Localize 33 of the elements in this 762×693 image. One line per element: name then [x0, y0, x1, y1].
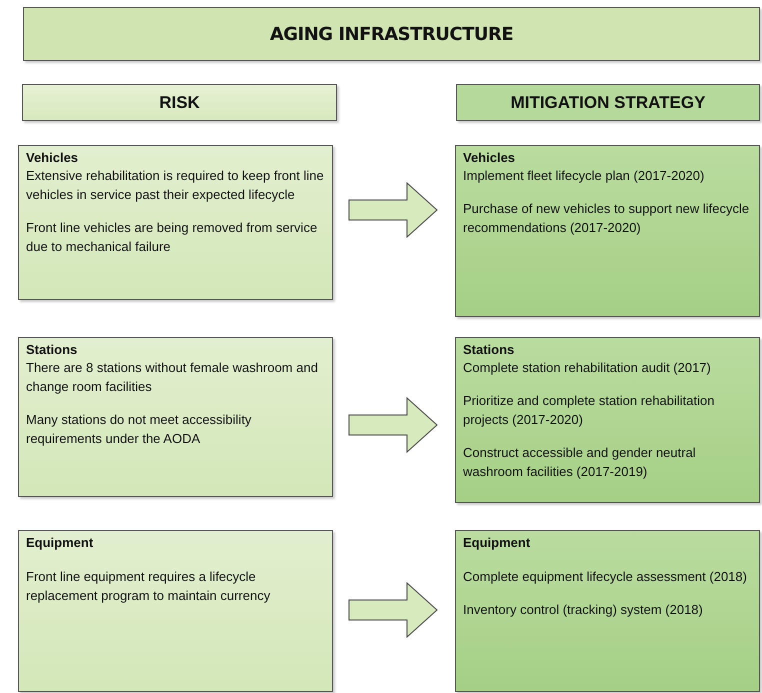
header-text: AGING INFRASTRUCTURE: [270, 22, 514, 46]
body-text: Implement fleet lifecycle plan (2017-2020): [463, 167, 706, 185]
body-text: Prioritize and complete station rehabilitation projects (2017-2020): [463, 392, 716, 429]
header-text: RISK: [159, 92, 200, 114]
body-text: Extensive rehabilitation is required to keep front line vehicles in service past their expected lifecycle: [26, 167, 325, 204]
section-heading: Vehicles: [463, 150, 516, 166]
header-box: [23, 7, 760, 61]
body-text: Front line equipment requires a lifecycle replacement program to maintain currency: [26, 568, 272, 605]
header-box: [22, 84, 337, 121]
block-arrow: [348, 582, 438, 638]
text-box: [18, 145, 333, 300]
text-box: [18, 337, 333, 497]
section-heading: Stations: [463, 342, 516, 358]
body-text: Construct accessible and gender neutral washroom facilities (2017-2019): [463, 444, 697, 481]
block-arrow: [348, 182, 438, 238]
header-box: [456, 84, 760, 121]
body-text: Complete station rehabilitation audit (2017): [463, 359, 712, 377]
body-text: Many stations do not meet accessibility requirements under the AODA: [26, 411, 252, 448]
text-box: [18, 530, 333, 692]
body-text: Purchase of new vehicles to support new lifecycle recommendations (2017-2020): [463, 200, 750, 237]
body-text: Complete equipment lifecycle assessment (2018): [463, 568, 748, 586]
body-text: Inventory control (tracking) system (2018): [463, 601, 704, 619]
body-text: There are 8 stations without female washroom and change room facilities: [26, 359, 319, 396]
section-heading: Vehicles: [26, 150, 80, 166]
block-arrow: [348, 396, 438, 454]
section-heading: Equipment: [26, 535, 94, 551]
text-box: [455, 145, 760, 317]
section-heading: Stations: [26, 342, 78, 358]
header-text: MITIGATION STRATEGY: [510, 92, 706, 114]
text-box: [455, 530, 760, 692]
section-heading: Equipment: [463, 535, 532, 551]
text-box: [455, 337, 760, 503]
body-text: Front line vehicles are being removed from service due to mechanical failure: [26, 219, 318, 256]
